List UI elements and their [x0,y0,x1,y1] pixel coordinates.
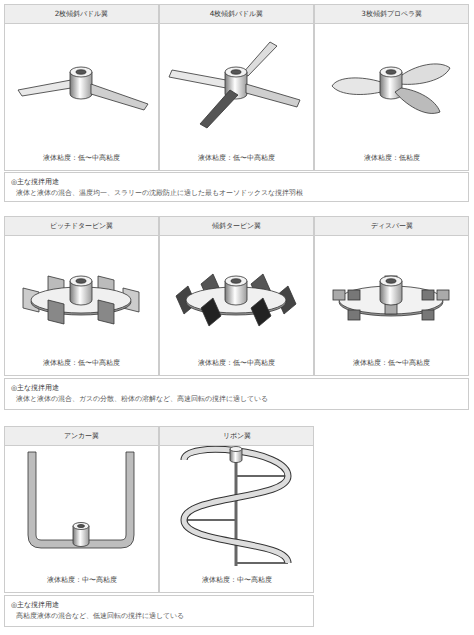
impeller-panel: 3枚傾斜プロペラ翼液体粘度：低粘度 [314,4,469,171]
hub-top [70,67,92,77]
turbine-blade [98,300,114,324]
impeller-name: ディスパー翼 [315,217,468,236]
viscosity-label: 液体粘度：低粘度 [315,153,468,163]
usage-box: ◎主な撹拌用途高粘度液体の混合など、低速回転の撹拌に適している [4,595,314,627]
impeller-name: リボン翼 [160,427,313,446]
ribbon-arm [184,519,236,521]
viscosity-label: 液体粘度：低〜中高粘度 [160,153,313,163]
disper-figure [333,276,449,320]
viscosity-label: 液体粘度：低〜中高粘度 [5,153,158,163]
viscosity-label: 液体粘度：低〜中高粘度 [315,358,468,368]
impeller-blade [18,80,71,96]
propeller-figure [332,64,450,114]
impeller-panel: ピッチドタービン翼液体粘度：低〜中高粘度 [4,216,159,376]
impeller-blade [169,70,226,88]
disper-tooth [422,290,434,300]
usage-text: 液体と液体の混合、ガスの分散、粉体の溶解など、高速回転の撹拌に適している [11,394,462,405]
hub-bore [78,525,85,528]
paddle-2-figure [18,67,148,110]
viscosity-label: 液体粘度：低〜中高粘度 [5,358,158,368]
disper-tooth [333,290,345,300]
anchor-blade [28,452,134,548]
hub-bore [76,70,86,74]
impeller-panel: 4枚傾斜パドル翼液体粘度：低〜中高粘度 [159,4,314,171]
impeller-name: 4枚傾斜パドル翼 [160,5,313,24]
ribbon-arm [236,562,288,564]
hub-bore [386,279,396,283]
impeller-panel: 2枚傾斜パドル翼液体粘度：低〜中高粘度 [4,4,159,171]
turbine-blade [201,298,221,326]
usage-box: ◎主な撹拌用途液体と液体の混合、ガスの分散、粉体の溶解など、高速回転の撹拌に適し… [4,378,469,410]
turbine-blade [251,298,271,326]
hub-top [225,276,247,286]
propeller-blade [395,88,440,113]
impeller-panel: 傾斜タービン翼液体粘度：低〜中高粘度 [159,216,314,376]
disper-tooth [422,310,434,320]
anchor-figure [28,452,134,548]
hub-bore [386,70,396,74]
impeller-panel: アンカー翼液体粘度：中〜高粘度 [4,426,159,593]
impeller-name: 2枚傾斜パドル翼 [5,5,158,24]
ribbon-band [184,449,288,563]
usage-text: 液体と液体の混合、温度均一、スラリーの沈殿防止に適した最もオーソドックスな撹拌羽… [11,188,462,199]
hub-top [380,276,402,286]
ribbon-shaft [235,452,238,566]
viscosity-label: 液体粘度：中〜高粘度 [160,575,313,585]
usage-heading: ◎主な撹拌用途 [11,600,307,611]
disper-tooth [385,304,397,314]
propeller-blade [398,64,450,84]
usage-heading: ◎主な撹拌用途 [11,177,462,188]
tilted-turbine-figure [176,274,296,326]
turbine-blade [48,300,64,324]
hub-top [225,67,247,77]
impeller-blade [200,90,238,128]
impeller-name: アンカー翼 [5,427,158,446]
hub-top [380,67,402,77]
impeller-blade [91,84,148,110]
hub-bore [231,70,241,74]
hub-top [73,523,89,530]
hub-bore [231,279,241,283]
hub-bore [76,279,86,283]
viscosity-label: 液体粘度：低〜中高粘度 [160,358,313,368]
impeller-name: 傾斜タービン翼 [160,217,313,236]
impeller-blade [246,84,300,107]
impeller-panel: ディスパー翼液体粘度：低〜中高粘度 [314,216,469,376]
disper-tooth [348,290,360,300]
ribbon-figure [184,447,288,567]
hub-top [70,276,92,286]
ribbon-arm [236,475,288,477]
paddle-4-figure [169,42,300,128]
viscosity-label: 液体粘度：中〜高粘度 [5,575,158,585]
impeller-name: ピッチドタービン翼 [5,217,158,236]
usage-heading: ◎主な撹拌用途 [11,383,462,394]
usage-box: ◎主な撹拌用途液体と液体の混合、温度均一、スラリーの沈殿防止に適した最もオーソド… [4,172,469,202]
impeller-blade [242,42,277,76]
ribbon-band-outline [184,449,288,563]
usage-text: 高粘度液体の混合など、低速回転の撹拌に適している [11,611,307,622]
disper-tooth [437,290,449,300]
impeller-panel: リボン翼液体粘度：中〜高粘度 [159,426,314,593]
propeller-blade [332,78,381,95]
pitched-turbine-figure [23,276,139,324]
impeller-name: 3枚傾斜プロペラ翼 [315,5,468,24]
disper-tooth [348,310,360,320]
hub-top [230,447,242,452]
